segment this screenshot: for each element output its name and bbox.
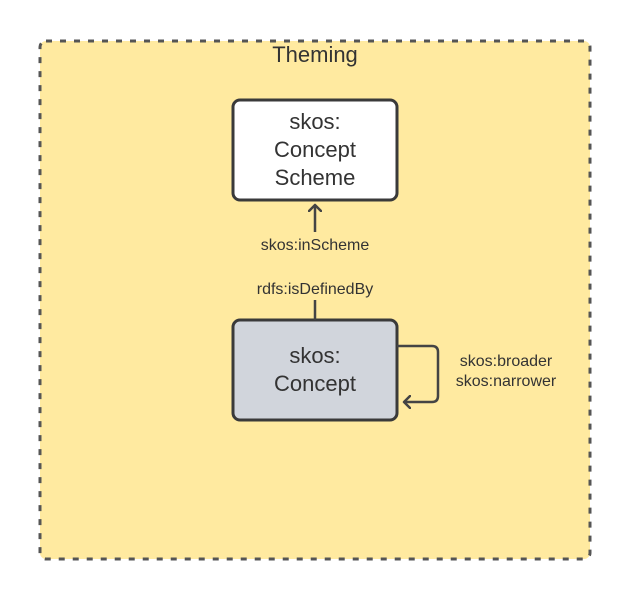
concept-scheme-node-label: skos: Concept Scheme <box>233 100 397 200</box>
is-defined-by-edge-label: rdfs:isDefinedBy <box>256 281 374 298</box>
self-loop-edge <box>397 344 440 402</box>
group-title: Theming <box>272 42 358 67</box>
concept-scheme-line-3: Scheme <box>274 165 356 190</box>
in-scheme-edge-label: skos:inScheme <box>260 237 370 254</box>
concept-scheme-line-1: skos: <box>289 109 341 134</box>
concept-line-1: skos: <box>289 343 341 368</box>
concept-node-label: skos: Concept <box>233 320 397 420</box>
concept-scheme-line-2: Concept <box>274 137 356 162</box>
concept-scheme-node-box[interactable] <box>231 98 399 202</box>
narrower-edge-label: skos:narrower <box>455 373 557 390</box>
broader-edge-label: skos:broader <box>459 353 553 370</box>
concept-line-2: Concept <box>274 371 356 396</box>
